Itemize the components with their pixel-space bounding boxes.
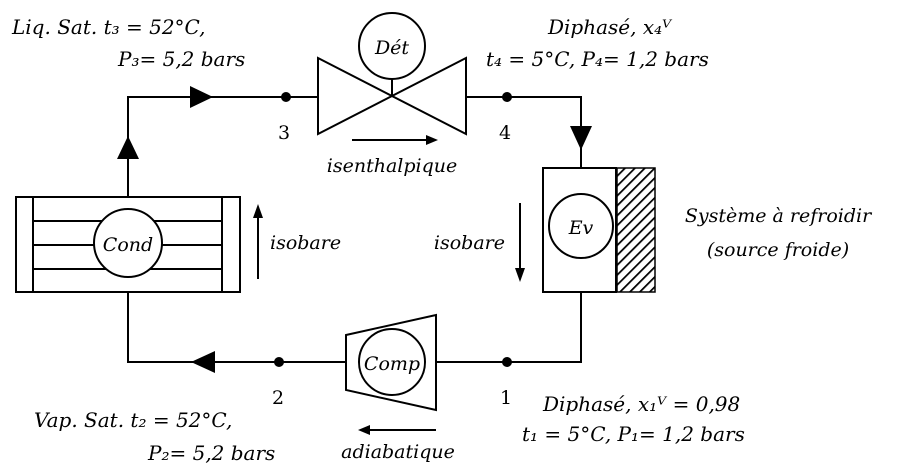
flow-arrow-up: [117, 136, 139, 159]
state-number-2: 2: [272, 387, 284, 409]
pipe-compressor-to-condenser: [127, 292, 346, 363]
pipe-evaporator-to-compressor: [436, 292, 582, 363]
condenser: [15, 196, 241, 293]
pipe-condenser-to-valve: [127, 96, 318, 197]
expansion-valve-label: Dét: [374, 37, 409, 59]
pipe-valve-to-evaporator: [466, 96, 582, 168]
state-point-2: [274, 357, 284, 367]
evaporator-isobare-arrow-head: [515, 268, 525, 282]
state-point-1: [502, 357, 512, 367]
state-point-3: [281, 92, 291, 102]
state-4-line2: t₄ = 5°C, P₄= 1,2 bars: [486, 47, 709, 71]
flow-arrow-right: [190, 86, 213, 108]
condenser-isobare-label: isobare: [270, 232, 341, 254]
condenser-label: Cond: [103, 234, 153, 256]
state-number-4: 4: [499, 122, 511, 144]
adiabatique-arrow-head: [358, 425, 370, 435]
evaporator-label: Ev: [568, 217, 594, 239]
adiabatique-label: adiabatique: [341, 441, 455, 463]
cold-source-title: Système à refroidir: [685, 205, 873, 227]
flow-arrow-down: [570, 126, 592, 150]
compressor-circle: [358, 328, 426, 396]
expansion-valve: [317, 12, 467, 136]
condenser-isobare-arrow-head: [253, 204, 263, 218]
evaporator-circle: [548, 193, 614, 259]
state-3-line2: P₃= 5,2 bars: [117, 47, 245, 71]
cold-source-subtitle: (source froide): [707, 239, 849, 261]
state-2-line2: P₂= 5,2 bars: [147, 441, 275, 465]
state-1-line2: t₁ = 5°C, P₁= 1,2 bars: [522, 422, 745, 446]
condenser-circle: [93, 208, 163, 278]
state-1-line1: Diphasé, x₁ⱽ = 0,98: [542, 392, 740, 416]
state-4-line1: Diphasé, x₄ⱽ: [547, 15, 673, 39]
state-point-4: [502, 92, 512, 102]
isenthalpique-label: isenthalpique: [327, 155, 457, 177]
expansion-valve-circle: [358, 12, 426, 80]
state-2-line1: Vap. Sat. t₂ = 52°C,: [34, 408, 232, 432]
state-3-line1: Liq. Sat. t₃ = 52°C,: [11, 15, 206, 39]
state-number-1: 1: [500, 387, 512, 409]
isenthalpique-arrow-head: [426, 135, 438, 145]
state-number-3: 3: [278, 122, 290, 144]
evaporator-isobare-label: isobare: [434, 232, 505, 254]
cold-source-hatched-wall: [616, 167, 656, 293]
flow-arrow-left: [191, 351, 215, 373]
compressor-label: Comp: [364, 353, 420, 375]
